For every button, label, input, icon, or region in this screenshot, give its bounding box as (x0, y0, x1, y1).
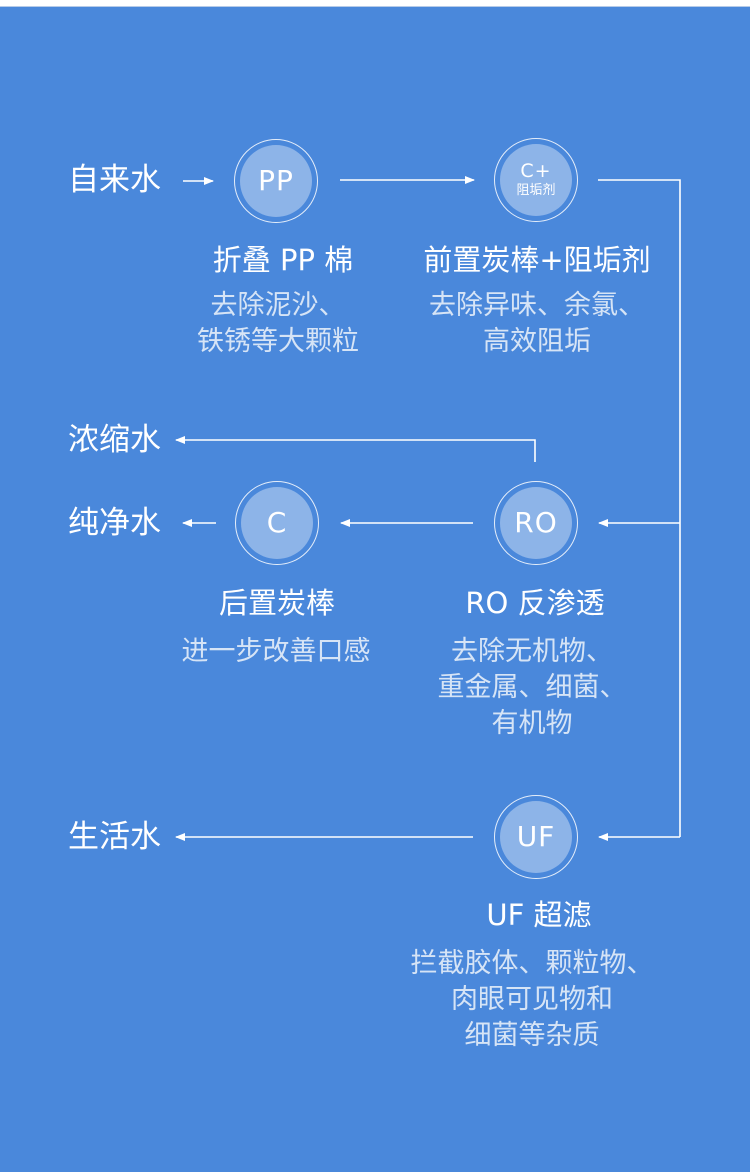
pp-stage-title: 折叠 PP 棉 (212, 243, 354, 277)
cplus-node-sub: 阻垢剂 (516, 182, 556, 198)
pp-filter-node: PP (234, 139, 318, 223)
concentrate-water-label: 浓缩水 (68, 422, 161, 458)
uf-stage-desc: 拦截胶体、颗粒物、 肉眼可见物和 细菌等杂质 (411, 946, 654, 1054)
pp-node-code: PP (258, 164, 294, 197)
pp-desc-line: 铁锈等大颗粒 (197, 326, 359, 357)
ro-stage-title: RO 反渗透 (465, 586, 605, 620)
line-cplus-to-bus (598, 179, 681, 837)
cplus-node-code: C+ (520, 159, 552, 182)
uf-node-code: UF (516, 820, 556, 853)
cplus-desc-line: 去除异味、余氯、 (429, 290, 645, 321)
uf-desc-line: 肉眼可见物和 (451, 984, 613, 1015)
cplus-stage-desc: 去除异味、余氯、 高效阻垢 (429, 288, 645, 360)
cplus-stage-title: 前置炭棒+阻垢剂 (423, 243, 651, 277)
domestic-water-label: 生活水 (68, 819, 161, 855)
ro-node-code: RO (514, 506, 558, 539)
ro-filter-node: RO (494, 481, 578, 565)
tap-water-label: 自来水 (68, 162, 161, 198)
diagram-background (0, 7, 750, 1172)
ro-desc-line: 去除无机物、 (451, 636, 613, 667)
pp-stage-desc: 去除泥沙、 铁锈等大颗粒 (197, 288, 359, 360)
arrow-ro-to-concentrate (175, 436, 536, 462)
uf-desc-line: 细菌等杂质 (464, 1020, 600, 1051)
ro-desc-line: 重金属、细菌、 (437, 672, 627, 703)
c-desc-line: 进一步改善口感 (181, 636, 371, 667)
pp-desc-line: 去除泥沙、 (210, 290, 346, 321)
uf-desc-line: 拦截胶体、颗粒物、 (410, 948, 654, 979)
pure-water-label: 纯净水 (68, 505, 161, 541)
cplus-desc-line: 高效阻垢 (483, 326, 591, 357)
c-stage-title: 后置炭棒 (218, 586, 336, 620)
c-stage-desc: 进一步改善口感 (182, 634, 371, 670)
c-node-code: C (266, 506, 288, 539)
uf-filter-node: UF (494, 795, 578, 879)
ro-stage-desc: 去除无机物、 重金属、细菌、 有机物 (438, 634, 627, 742)
ro-desc-line: 有机物 (491, 708, 573, 739)
cplus-filter-node: C+ 阻垢剂 (494, 138, 578, 222)
c-filter-node: C (235, 481, 319, 565)
top-divider (0, 6, 750, 7)
uf-stage-title: UF 超滤 (486, 898, 592, 932)
